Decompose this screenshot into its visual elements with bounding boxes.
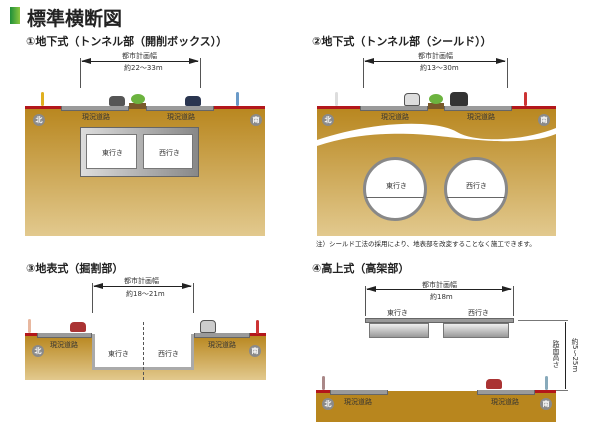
height-label: 路面高さ (552, 340, 560, 368)
road-label: 現況道路 (491, 398, 519, 406)
lane-label: 東行き (386, 182, 407, 190)
car-icon (200, 320, 216, 333)
width-label: 都市計画幅 (124, 277, 159, 285)
car-icon (109, 96, 125, 106)
person-icon (545, 376, 548, 390)
road-left (61, 106, 129, 111)
road-label: 現況道路 (167, 113, 195, 121)
north-icon: 北 (322, 114, 334, 126)
lane-label: 西行き (158, 350, 179, 358)
width-value: 約22～33m (124, 64, 163, 72)
section-heading: ④高上式（高架部） (312, 262, 410, 275)
person-icon (322, 376, 325, 390)
page-title: 標準横断図 (27, 8, 123, 30)
wave-separator (317, 123, 556, 146)
note: 注）シールド工法の採用により、地表部を改変することなく施工できます。 (316, 240, 536, 248)
road-right (146, 106, 214, 111)
tree-icon (429, 94, 443, 104)
lane-label: 東行き (102, 149, 123, 157)
tree-icon (131, 94, 145, 104)
viaduct-deck (365, 318, 514, 323)
south-icon: 南 (538, 114, 550, 126)
north-icon: 北 (33, 114, 45, 126)
section-heading: ①地下式（トンネル部（開削ボックス）） (26, 35, 228, 48)
width-label: 都市計画幅 (418, 52, 453, 60)
lane-label: 西行き (159, 149, 180, 157)
road-label: 現況道路 (344, 398, 372, 406)
truck-icon (450, 92, 468, 106)
north-icon: 北 (322, 398, 334, 410)
road-label: 現況道路 (50, 341, 78, 349)
south-icon: 南 (249, 345, 261, 357)
road-label: 現況道路 (82, 113, 110, 121)
lane-label: 東行き (108, 350, 129, 358)
car-icon (486, 379, 502, 389)
width-value: 約18m (430, 293, 453, 301)
person-icon (524, 92, 527, 106)
person-icon (28, 319, 31, 333)
person-icon (41, 92, 44, 106)
width-label: 都市計画幅 (422, 281, 457, 289)
south-icon: 南 (540, 398, 552, 410)
lane-label: 西行き (466, 182, 487, 190)
north-icon: 北 (32, 345, 44, 357)
section-heading: ②地下式（トンネル部（シールド）） (312, 35, 492, 48)
car-icon (70, 322, 86, 332)
person-icon (236, 92, 239, 106)
south-icon: 南 (250, 114, 262, 126)
road-label: 現況道路 (208, 341, 236, 349)
road-label: 現況道路 (381, 113, 409, 121)
car-icon (185, 96, 201, 106)
width-value: 約13～30m (420, 64, 459, 72)
height-value: 約5～25m (571, 338, 579, 373)
width-label: 都市計画幅 (122, 52, 157, 60)
shield-tunnel (444, 157, 508, 221)
shield-tunnel (363, 157, 427, 221)
road-label: 現況道路 (467, 113, 495, 121)
width-value: 約18～21m (126, 290, 165, 298)
section-heading: ③地表式（掘割部） (26, 262, 124, 275)
person-icon (335, 92, 338, 106)
lane-label: 東行き (387, 309, 408, 317)
lane-label: 西行き (468, 309, 489, 317)
ground (316, 391, 556, 422)
person-icon (256, 320, 259, 334)
title-marker (10, 7, 20, 24)
truck-icon (404, 93, 420, 106)
